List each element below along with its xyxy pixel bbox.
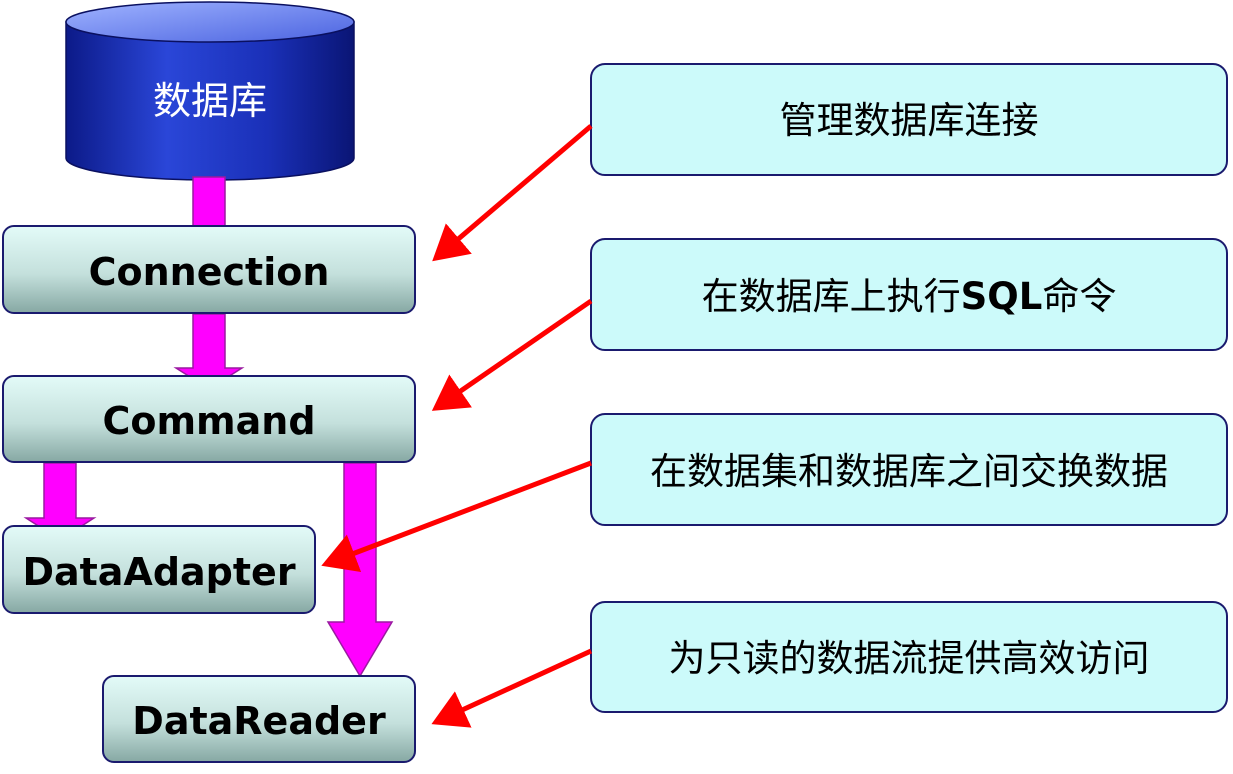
node-datareader: DataReader xyxy=(102,675,416,763)
database-label: 数据库 xyxy=(153,79,267,123)
pointer-arrow-command xyxy=(431,298,593,411)
node-datareader-label: DataReader xyxy=(132,699,386,743)
desc-dataadapter: 在数据集和数据库之间交换数据 xyxy=(590,413,1228,526)
node-command: Command xyxy=(2,375,416,463)
desc-connection: 管理数据库连接 xyxy=(590,63,1228,176)
pointer-arrow-dataadapter xyxy=(321,460,592,573)
desc-datareader-text: 为只读的数据流提供高效访问 xyxy=(669,637,1150,680)
node-connection: Connection xyxy=(2,225,416,314)
desc-command-pre: 在数据库上执行 xyxy=(702,275,961,318)
desc-dataadapter-text: 在数据集和数据库之间交换数据 xyxy=(650,450,1168,493)
node-dataadapter: DataAdapter xyxy=(2,525,316,614)
desc-datareader: 为只读的数据流提供高效访问 xyxy=(590,601,1228,713)
desc-command-post: 命令 xyxy=(1042,275,1116,318)
node-connection-label: Connection xyxy=(89,250,330,294)
pointer-arrow-connection xyxy=(432,124,593,262)
node-command-label: Command xyxy=(102,399,315,443)
desc-command: 在数据库上执行SQL命令 xyxy=(590,238,1228,351)
pointer-arrow-datareader xyxy=(431,648,593,728)
flow-arrow-command-to-datareader xyxy=(326,462,394,678)
desc-connection-text: 管理数据库连接 xyxy=(780,99,1039,142)
node-dataadapter-label: DataAdapter xyxy=(22,550,295,594)
desc-command-sql: SQL xyxy=(961,275,1043,318)
database-cylinder: 数据库 xyxy=(65,1,355,181)
desc-command-text: 在数据库上执行SQL命令 xyxy=(702,275,1117,318)
